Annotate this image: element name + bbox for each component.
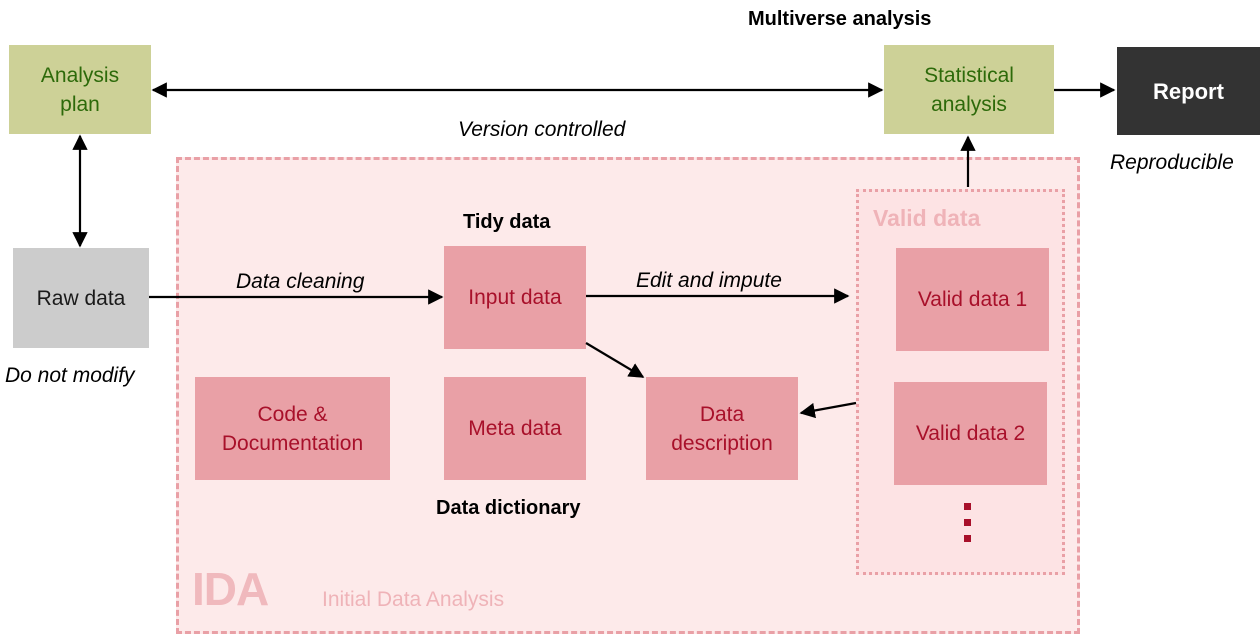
data-description-node[interactable]: Data description [646, 377, 798, 480]
ellipsis-dot [964, 535, 971, 542]
multiverse-analysis-label: Multiverse analysis [748, 8, 932, 30]
valid-data-1-node[interactable]: Valid data 1 [896, 248, 1049, 351]
ida-abbrev-label: IDA [192, 563, 269, 615]
valid-data-2-node[interactable]: Valid data 2 [894, 382, 1047, 485]
ellipsis-dot [964, 519, 971, 526]
raw-data-node[interactable]: Raw data [13, 248, 149, 348]
statistical-analysis-node[interactable]: Statistical analysis [884, 45, 1054, 134]
analysis-plan-node[interactable]: Analysis plan [9, 45, 151, 134]
reproducible-label: Reproducible [1110, 151, 1234, 174]
input-data-node[interactable]: Input data [444, 246, 586, 349]
more-valid-data-ellipsis [964, 503, 972, 551]
code-documentation-node[interactable]: Code & Documentation [195, 377, 390, 480]
ida-full-label: Initial Data Analysis [322, 588, 505, 611]
report-node[interactable]: Report [1117, 47, 1260, 135]
version-controlled-label: Version controlled [458, 118, 626, 141]
data-dictionary-label: Data dictionary [436, 497, 581, 519]
tidy-data-label: Tidy data [463, 211, 551, 233]
do-not-modify-label: Do not modify [5, 364, 135, 387]
data-cleaning-label: Data cleaning [236, 270, 365, 293]
meta-data-node[interactable]: Meta data [444, 377, 586, 480]
edit-and-impute-label: Edit and impute [636, 269, 782, 292]
valid-data-group-title: Valid data [873, 205, 981, 231]
ellipsis-dot [964, 503, 971, 510]
